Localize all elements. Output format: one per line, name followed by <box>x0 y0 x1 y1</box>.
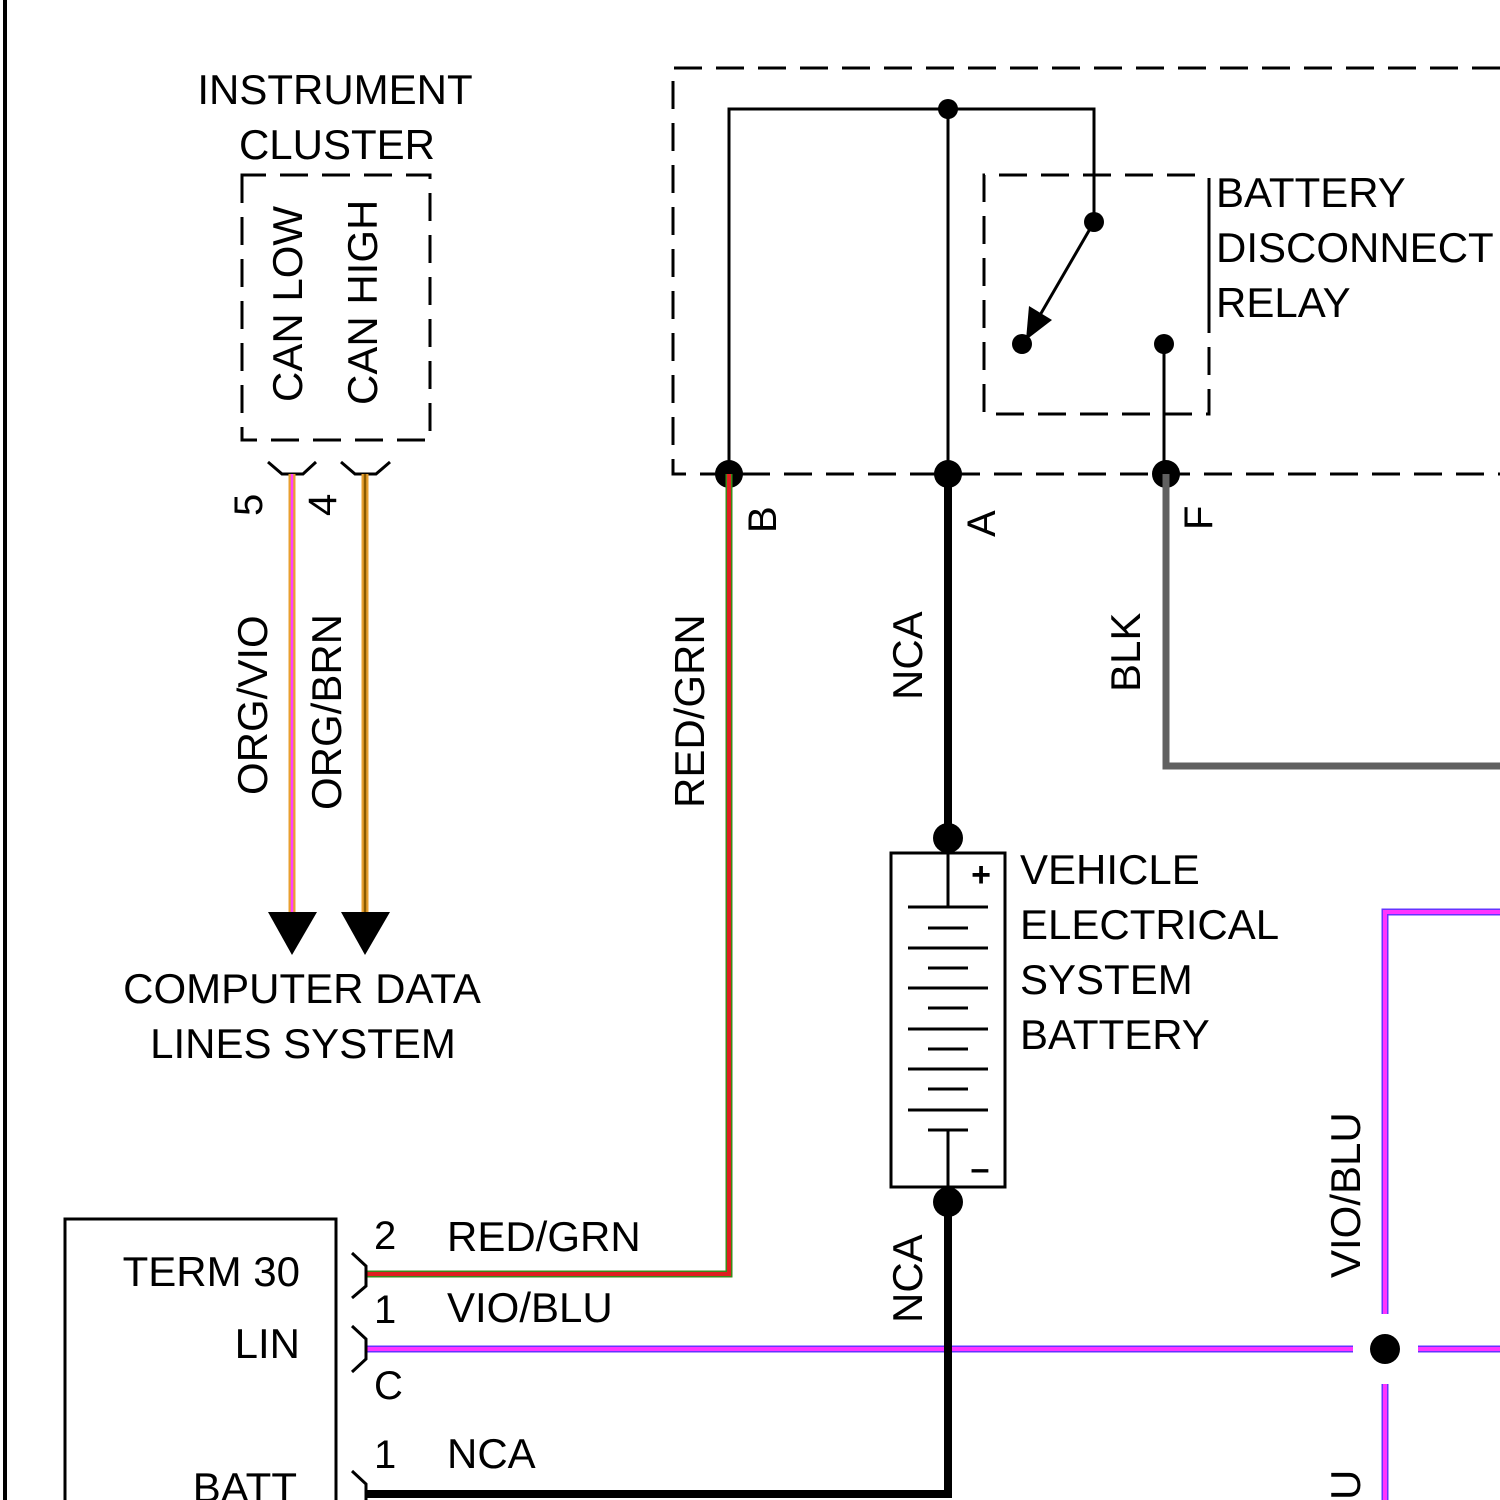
connector-chevron-4 <box>341 462 390 474</box>
battery-title-1: VEHICLE <box>1020 846 1200 893</box>
wire-label-blk: BLK <box>1102 613 1149 692</box>
pin-4-label: 4 <box>301 494 345 516</box>
wire-label-nca-positive: NCA <box>884 611 931 700</box>
module-term30-label: TERM 30 <box>123 1248 300 1295</box>
battery-cells-icon <box>908 907 988 1130</box>
module-connector-c: C <box>374 1364 403 1408</box>
pin-f-label: F <box>1177 506 1221 530</box>
can-low-label: CAN LOW <box>264 206 311 402</box>
connector-chevron-term30 <box>352 1253 366 1298</box>
wire-red-grn <box>366 474 729 1274</box>
wire-label-partial: U <box>1322 1470 1369 1500</box>
pin-a-label: A <box>960 510 1004 537</box>
wire-label-org-brn: ORG/BRN <box>303 614 350 810</box>
module-pin-term30: 2 <box>374 1214 396 1258</box>
relay-contact <box>1012 334 1032 354</box>
computer-data-title-1: COMPUTER DATA <box>123 965 481 1012</box>
battery-title-2: ELECTRICAL <box>1020 901 1279 948</box>
module-pin-lin: 1 <box>374 1288 396 1332</box>
arrow-down-icon <box>341 912 390 955</box>
splice-dot <box>1370 1334 1400 1364</box>
connector-chevron-5 <box>268 462 316 474</box>
relay-arrow-icon <box>1026 306 1052 340</box>
battery-title-3: SYSTEM <box>1020 956 1193 1003</box>
relay-internal-loop <box>729 109 1094 474</box>
battery-plus-sign: + <box>971 856 991 894</box>
wire-label-org-vio: ORG/VIO <box>229 615 276 795</box>
module-lin-label: LIN <box>235 1320 300 1367</box>
relay-title-2: DISCONNECT <box>1216 224 1494 271</box>
relay-title-1: BATTERY <box>1216 169 1406 216</box>
relay-switch-arm <box>1036 222 1094 322</box>
battery-minus-sign: – <box>971 1150 990 1188</box>
module-wire-batt: NCA <box>447 1430 536 1477</box>
computer-data-title-2: LINES SYSTEM <box>150 1020 456 1067</box>
wire-label-red-grn: RED/GRN <box>666 614 713 808</box>
module-wire-lin: VIO/BLU <box>447 1284 613 1331</box>
relay-title-3: RELAY <box>1216 279 1351 326</box>
arrow-down-icon <box>268 912 317 955</box>
pin-5-label: 5 <box>227 494 271 516</box>
pin-b-label: B <box>741 506 785 533</box>
battery-title-4: BATTERY <box>1020 1011 1210 1058</box>
module-wire-term30: RED/GRN <box>447 1213 641 1260</box>
can-high-label: CAN HIGH <box>339 200 386 405</box>
connector-chevron-lin <box>352 1326 366 1372</box>
instrument-cluster-title-1: INSTRUMENT <box>197 66 472 113</box>
relay-inner-box <box>984 175 1209 414</box>
module-batt-label: BATT <box>193 1464 297 1500</box>
wire-vio-blu-right <box>1385 912 1500 1500</box>
instrument-cluster-title-2: CLUSTER <box>239 121 435 168</box>
module-pin-batt: 1 <box>374 1433 396 1477</box>
connector-chevron-batt <box>352 1471 366 1500</box>
junction-dot <box>938 99 958 119</box>
wire-label-vio-blu-right: VIO/BLU <box>1322 1112 1369 1278</box>
battery-positive-terminal <box>933 823 963 853</box>
wire-label-nca-negative: NCA <box>884 1234 931 1323</box>
